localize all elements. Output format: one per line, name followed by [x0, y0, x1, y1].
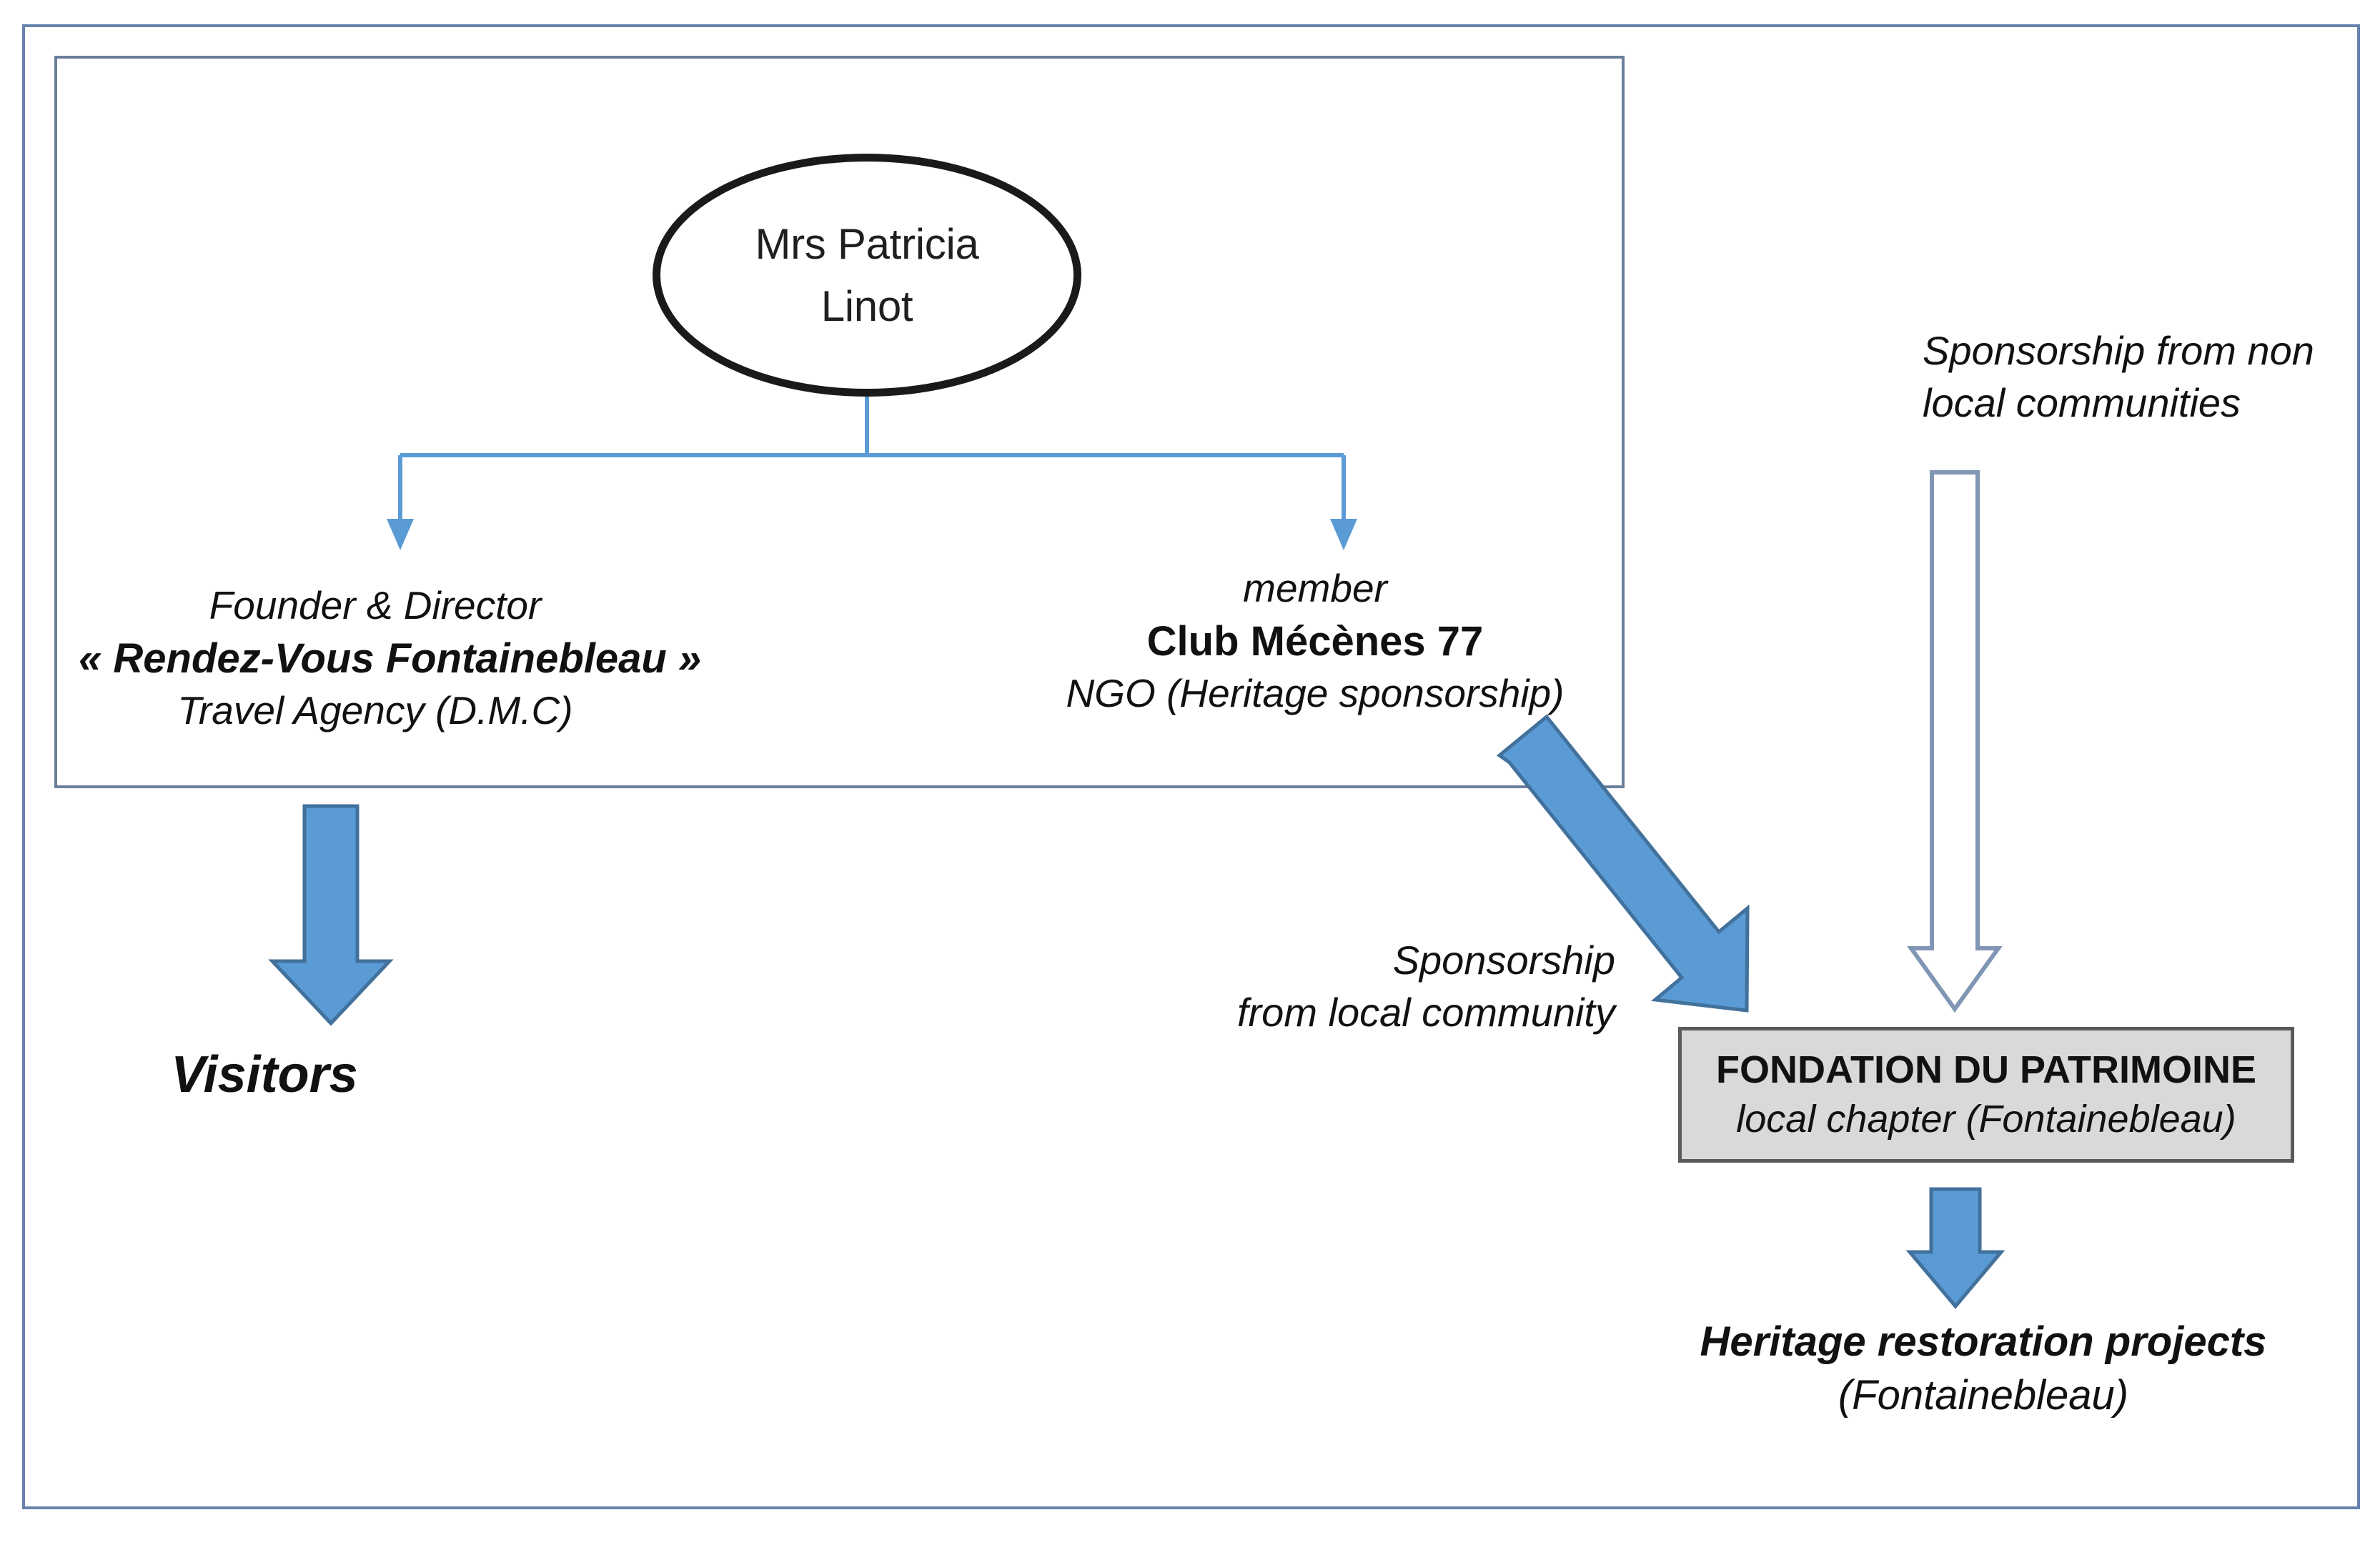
- person-name-line2: Linot: [820, 282, 913, 330]
- node-fondation-du-patrimoine: FONDATION DU PATRIMOINE local chapter (F…: [1678, 1027, 2294, 1163]
- label-sponsorship-local: Sponsorship from local community: [1215, 935, 1615, 1039]
- label-sponsorship-nonlocal-line2: local communities: [1923, 379, 2241, 425]
- role-block-travel-agency: Founder & Director « Rendez-Vous Fontain…: [79, 580, 702, 736]
- role-middle-organisation: Club Mécènes 77: [1146, 617, 1484, 665]
- heritage-projects-title: Heritage restoration projects: [1700, 1318, 2267, 1365]
- label-sponsorship-nonlocal-line1: Sponsorship from non: [1923, 328, 2314, 373]
- role-middle-title: member: [1243, 566, 1387, 610]
- label-sponsorship-local-line1: Sponsorship: [1392, 938, 1615, 983]
- label-sponsorship-nonlocal: Sponsorship from non local communities: [1923, 325, 2366, 429]
- person-ellipse: Mrs Patricia Linot: [653, 154, 1081, 397]
- person-name-line1: Mrs Patricia: [755, 220, 979, 268]
- role-left-description: Travel Agency (D.M.C): [177, 687, 573, 732]
- heritage-projects-location: (Fontainebleau): [1838, 1372, 2129, 1419]
- role-left-organisation: « Rendez-Vous Fontainebleau »: [79, 635, 702, 682]
- foundation-subtitle: local chapter (Fontainebleau): [1736, 1098, 2236, 1141]
- role-block-club-mecenes: member Club Mécènes 77 NGO (Heritage spo…: [1043, 563, 1587, 719]
- organisation-group-rect: [54, 56, 1625, 788]
- foundation-title: FONDATION DU PATRIMOINE: [1716, 1048, 2256, 1091]
- role-left-title: Founder & Director: [209, 583, 542, 627]
- node-visitors: Visitors: [114, 1042, 415, 1109]
- node-heritage-projects: Heritage restoration projects (Fontaineb…: [1622, 1315, 2344, 1423]
- label-sponsorship-local-line2: from local community: [1236, 989, 1615, 1035]
- visitors-label: Visitors: [171, 1046, 358, 1103]
- role-middle-description: NGO (Heritage sponsorship): [1066, 670, 1565, 715]
